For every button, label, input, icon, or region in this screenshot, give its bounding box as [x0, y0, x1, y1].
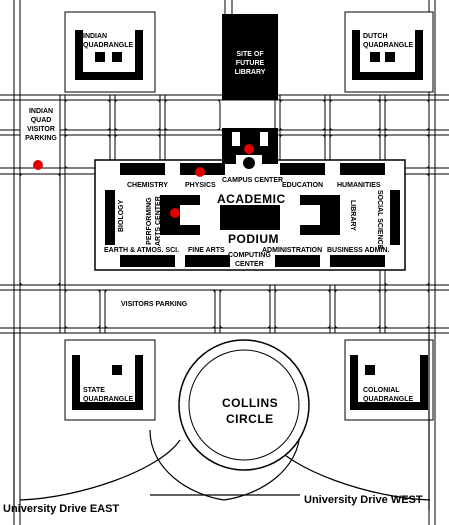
label-circle: CIRCLE: [226, 412, 274, 426]
label-physics: PHYSICS: [185, 182, 216, 189]
label-podium: PODIUM: [228, 232, 279, 246]
label-administration: ADMINISTRATION: [262, 247, 323, 254]
label-academic: ACADEMIC: [217, 192, 286, 206]
label-humanities: HUMANITIES: [337, 182, 381, 189]
label-campus-center: CAMPUS CENTER: [222, 177, 284, 184]
label-dutch-quadrangle: DUTCH QUADRANGLE: [363, 33, 414, 49]
label-university-drive-east: University Drive EAST: [3, 503, 120, 515]
marker-physics[interactable]: [195, 167, 205, 177]
marker-campus-center[interactable]: [244, 144, 254, 154]
future-library-site: [222, 14, 278, 100]
label-biology: BIOLOGY: [118, 199, 125, 232]
label-computing-center: COMPUTING CENTER: [228, 252, 271, 268]
label-performing-arts: PERFORMING ARTS CENTER: [146, 196, 162, 246]
label-business-admin: BUSINESS ADMIN.: [327, 247, 390, 254]
perimeter-road: [13, 333, 431, 510]
label-chemistry: CHEMISTRY: [127, 182, 168, 189]
label-visitor-parking-indian: INDIAN QUAD VISITOR PARKING: [25, 108, 57, 142]
indian-quad-visitor-parking-box: [19, 99, 61, 169]
label-state-quadrangle: STATE QUADRANGLE: [83, 387, 134, 403]
marker-visitor-parking[interactable]: [33, 160, 43, 170]
label-visitors-parking: VISITORS PARKING: [121, 301, 188, 308]
collins-circle-inner: [188, 349, 300, 461]
label-fine-arts: FINE ARTS: [188, 247, 225, 254]
label-university-drive-west: University Drive WEST: [304, 494, 423, 506]
location-markers: [33, 144, 254, 218]
label-collins: COLLINS: [222, 396, 279, 410]
label-indian-quadrangle: INDIAN QUADRANGLE: [83, 33, 134, 49]
label-future-library: SITE OF FUTURE LIBRARY: [234, 51, 266, 76]
label-library: LIBRARY: [349, 200, 356, 231]
academic-podium: [94, 159, 406, 271]
label-colonial-quadrangle: COLONIAL QUADRANGLE: [363, 387, 414, 403]
indian-quadrangle-shape: [64, 11, 156, 93]
marker-performing-arts[interactable]: [170, 208, 180, 218]
label-social-science: SOCIAL SCIENCE: [376, 190, 383, 250]
state-quadrangle-shape: [64, 339, 156, 421]
dutch-quadrangle-shape: [344, 11, 434, 93]
label-earth-atmos: EARTH & ATMOS. SCI.: [104, 247, 180, 254]
label-education: EDUCATION: [282, 182, 324, 189]
colonial-quadrangle-shape: [344, 339, 434, 421]
